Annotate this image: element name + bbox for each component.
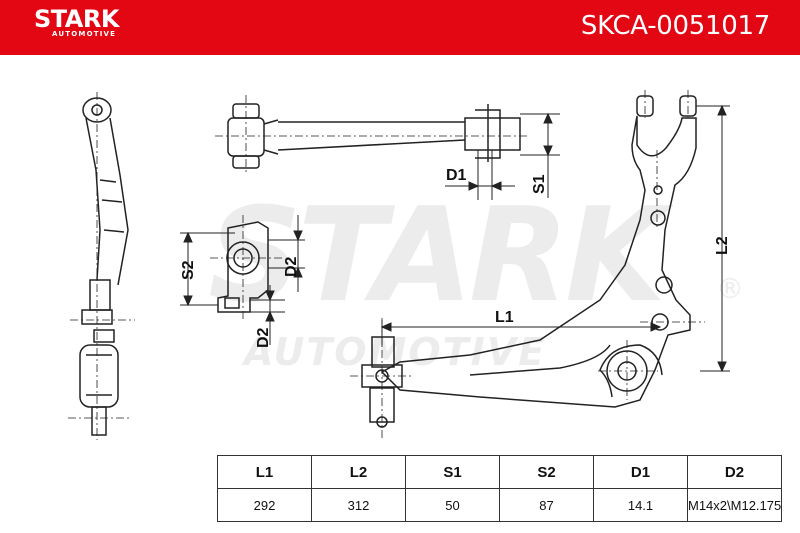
spec-header-d2: D2: [687, 455, 782, 489]
spec-value-d2: M14x2\M12.175: [687, 488, 782, 522]
spec-header-s1: S1: [405, 455, 500, 489]
header-bar: STARK AUTOMOTIVE SKCA-0051017: [0, 0, 800, 55]
d1-label: D1: [446, 167, 467, 184]
l1-l2-dimensions: [380, 104, 730, 373]
s1-d1-dimensions: [445, 112, 560, 200]
d2-top-label: D2: [283, 256, 300, 277]
brand-subtitle: AUTOMOTIVE: [52, 30, 117, 38]
brand-logo: STARK AUTOMOTIVE: [34, 6, 119, 38]
spec-header-l1: L1: [217, 455, 312, 489]
technical-drawing: STARK AUTOMOTIVE ®: [68, 90, 744, 440]
spec-table-value-row: 292 312 50 87 14.1 M14x2\M12.175: [217, 488, 782, 522]
bushing-centerlines: [210, 215, 282, 322]
side-view-centerlines: [68, 92, 135, 440]
s2-label: S2: [180, 260, 197, 280]
watermark-main: STARK: [208, 179, 674, 331]
spec-value-l2: 312: [311, 488, 406, 522]
s2-d2-dimensions: [180, 215, 305, 345]
spec-table: L1 L2 S1 S2 D1 D2 292 312 50 87 14.1 M14…: [217, 455, 782, 522]
spec-value-l1: 292: [217, 488, 312, 522]
d2-bottom-label: D2: [255, 327, 272, 348]
l1-label: L1: [495, 309, 514, 326]
spec-header-d1: D1: [593, 455, 688, 489]
s1-label: S1: [531, 174, 548, 194]
spec-table-header-row: L1 L2 S1 S2 D1 D2: [217, 455, 782, 489]
spec-header-s2: S2: [499, 455, 594, 489]
arm-side-view: [79, 97, 129, 436]
tie-rod-centerlines: [215, 95, 530, 175]
control-arm-centerlines: [350, 90, 705, 440]
spec-value-s1: 50: [405, 488, 500, 522]
l2-label: L2: [714, 236, 731, 255]
watermark: STARK AUTOMOTIVE ®: [208, 179, 744, 374]
spec-value-d1: 14.1: [593, 488, 688, 522]
part-number: SKCA-0051017: [580, 11, 770, 41]
spec-value-s2: 87: [499, 488, 594, 522]
spec-header-l2: L2: [311, 455, 406, 489]
brand-name: STARK: [34, 5, 119, 33]
watermark-registered: ®: [716, 272, 744, 305]
